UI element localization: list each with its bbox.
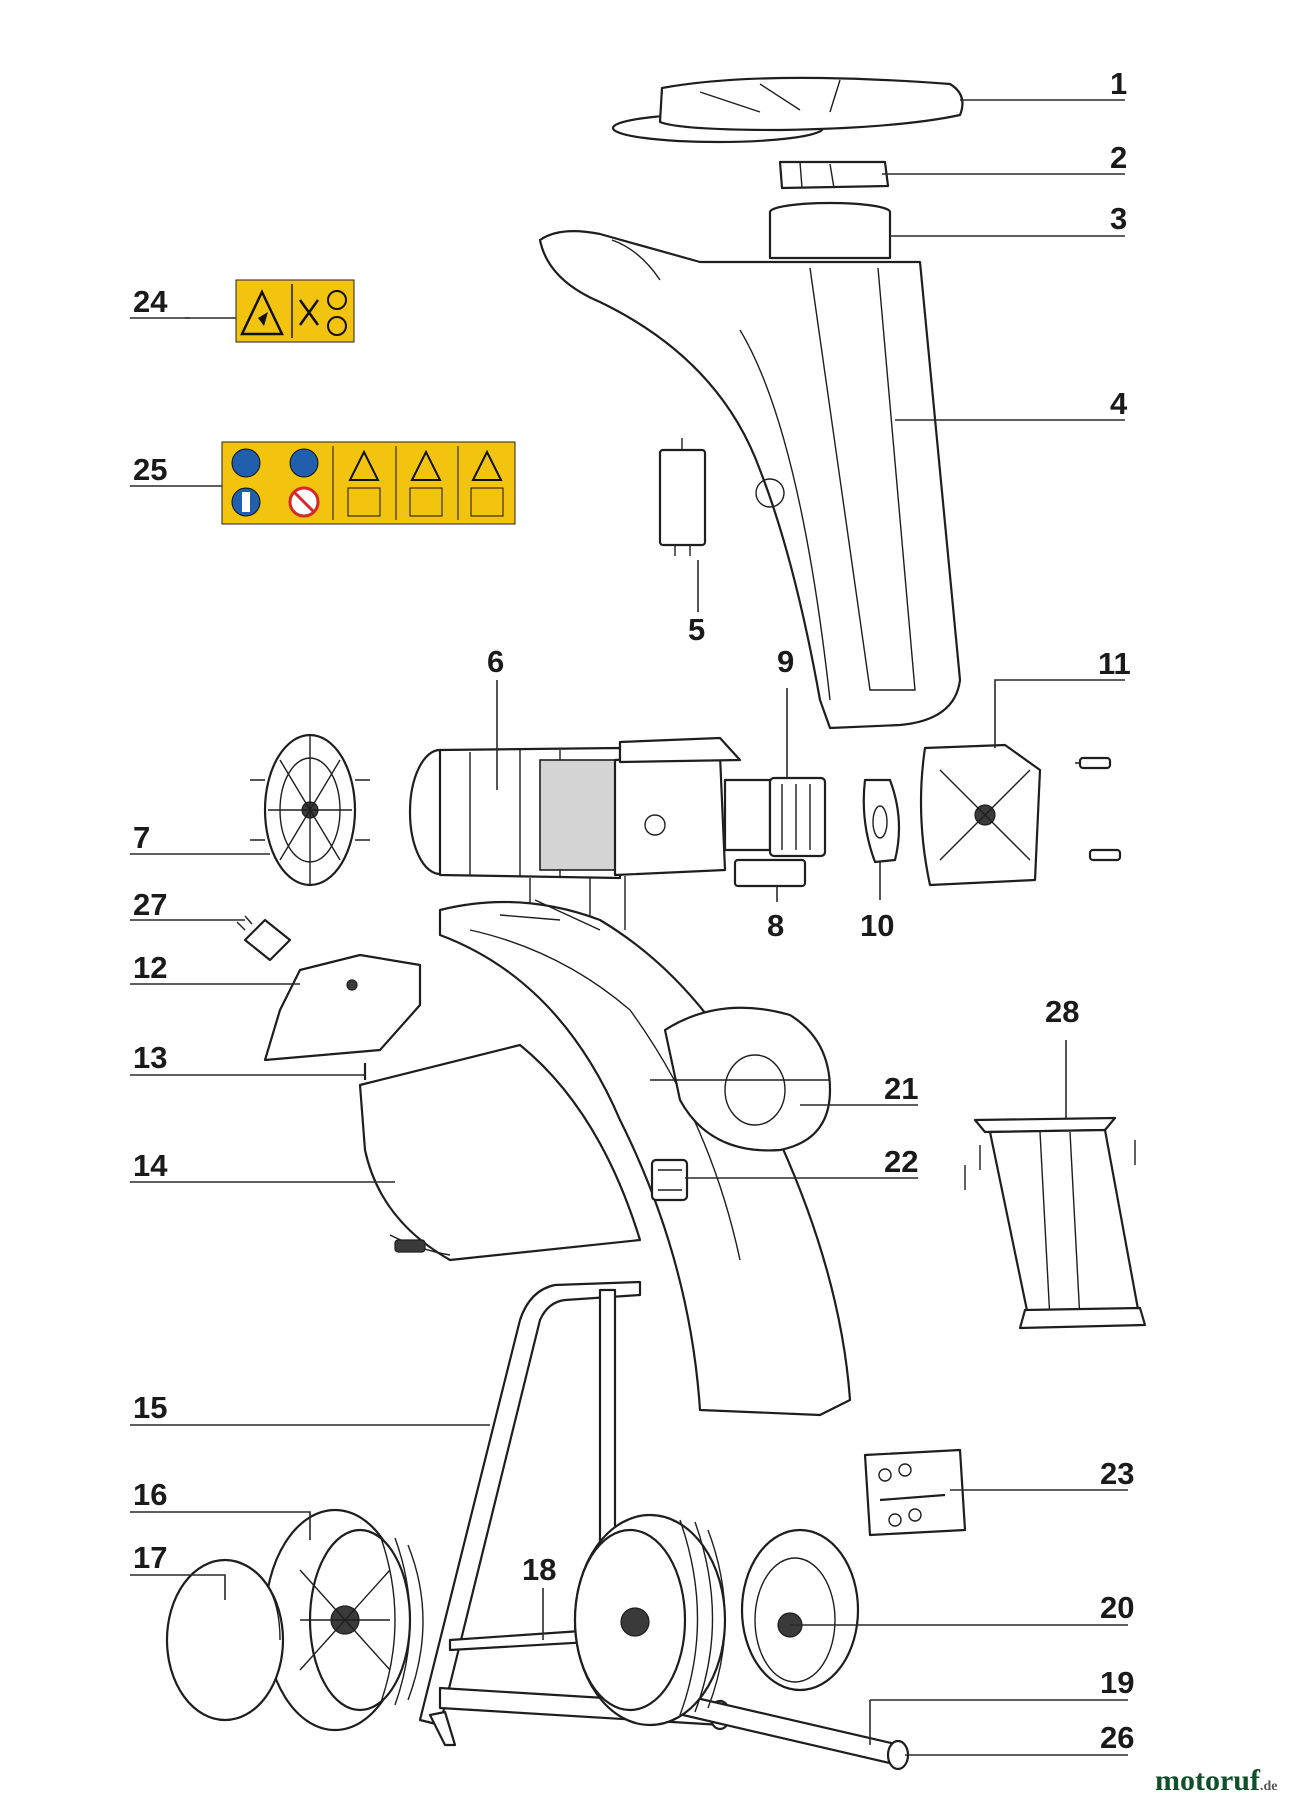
part-1-cap	[611, 76, 964, 144]
part-number-14: 14	[133, 1148, 168, 1183]
part-number-25: 25	[133, 452, 167, 487]
part-number-19: 19	[1100, 1665, 1134, 1700]
part-number-9: 9	[777, 644, 794, 679]
part-number-1: 1	[1110, 66, 1127, 101]
part-5-capacitor	[658, 438, 707, 556]
svg-text:motoruf.de: motoruf.de	[1155, 1764, 1277, 1797]
part-12-housing-cover	[263, 953, 422, 1062]
wheel-right	[573, 1513, 727, 1727]
part-number-7: 7	[133, 820, 150, 855]
part-number-17: 17	[133, 1540, 167, 1575]
part-number-22: 22	[884, 1144, 918, 1179]
part-number-13: 13	[133, 1040, 167, 1075]
part-number-20: 20	[1100, 1590, 1134, 1625]
part-number-27: 27	[133, 887, 167, 922]
part-28-ejection-chute	[964, 1116, 1147, 1330]
part-15-stand-frame	[418, 1280, 910, 1771]
part-number-2: 2	[1110, 140, 1127, 175]
part-number-11: 11	[1098, 646, 1131, 681]
part-number-28: 28	[1045, 994, 1079, 1029]
part-number-3: 3	[1110, 201, 1127, 236]
part-9-terminal-block	[768, 776, 827, 858]
watermark-text: motoruf	[1155, 1764, 1261, 1797]
part-8-coupling	[733, 858, 807, 888]
part-14-hopper-bin	[358, 1043, 642, 1262]
part-2-clip	[778, 160, 890, 190]
part-number-8: 8	[767, 908, 784, 943]
part-25-warning-label-strip	[221, 441, 516, 525]
part-number-12: 12	[133, 950, 167, 985]
part-number-23: 23	[1100, 1456, 1134, 1491]
part-17-hub-cap	[165, 1558, 285, 1722]
part-27-plug	[236, 915, 292, 962]
part-21-blade-housing	[650, 1006, 832, 1152]
part-16-wheel-left	[263, 1508, 424, 1732]
part-number-5: 5	[688, 612, 705, 647]
part-22-hinge	[650, 1158, 689, 1202]
leader-lines	[130, 99, 1128, 1756]
part-number-26: 26	[1100, 1720, 1134, 1755]
part-number-24: 24	[133, 284, 168, 319]
part-number-4: 4	[1110, 386, 1128, 421]
part-number-15: 15	[133, 1390, 167, 1425]
part-24-warning-label	[235, 279, 355, 343]
watermark-tld: .de	[1260, 1779, 1278, 1794]
part-number-labels: 1 2 3 4 5 6 7 8 9 10 11 12 13 14 15 16 1…	[133, 66, 1134, 1755]
part-4-chute	[538, 229, 962, 730]
part-number-21: 21	[884, 1071, 918, 1106]
part-7-fan	[250, 733, 370, 887]
part-3-collar	[768, 201, 892, 260]
part-number-10: 10	[860, 908, 894, 943]
part-23-blade-plate	[863, 1448, 967, 1537]
main-housing-frame	[438, 899, 852, 1417]
part-6-motor	[408, 736, 772, 930]
part-number-6: 6	[487, 644, 504, 679]
part-20-hub-cap	[740, 1528, 860, 1692]
part-number-18: 18	[522, 1552, 556, 1587]
motoruf-watermark: motoruf.de	[1155, 1764, 1277, 1797]
part-number-16: 16	[133, 1477, 167, 1512]
part-10-gasket	[862, 778, 901, 864]
part-11-bearing-plate	[919, 743, 1122, 887]
